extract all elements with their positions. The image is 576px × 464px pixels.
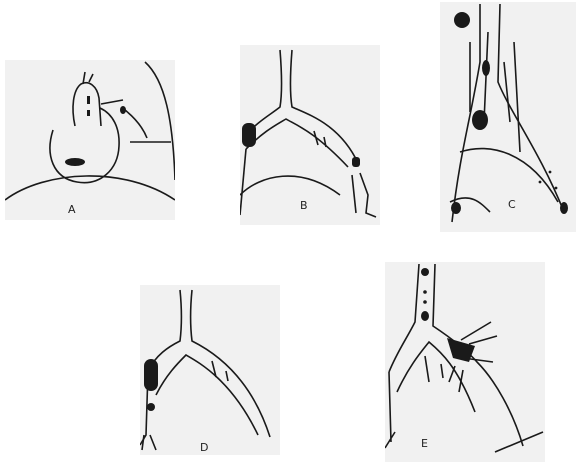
panel-b: B: [240, 45, 380, 225]
panel-e: E: [385, 262, 545, 462]
panel-d: D: [140, 285, 280, 455]
panel-c-label: C: [508, 198, 516, 211]
panel-c: C: [440, 2, 576, 232]
panel-d-drawing: [140, 285, 280, 455]
panel-a-label: A: [68, 203, 76, 216]
panel-d-label: D: [200, 441, 208, 454]
panel-b-drawing: [240, 45, 380, 225]
panel-a-drawing: [5, 60, 175, 220]
panel-e-drawing: [385, 262, 545, 462]
panel-a: A: [5, 60, 175, 220]
panel-b-label: B: [300, 199, 308, 212]
panel-e-label: E: [421, 437, 428, 450]
